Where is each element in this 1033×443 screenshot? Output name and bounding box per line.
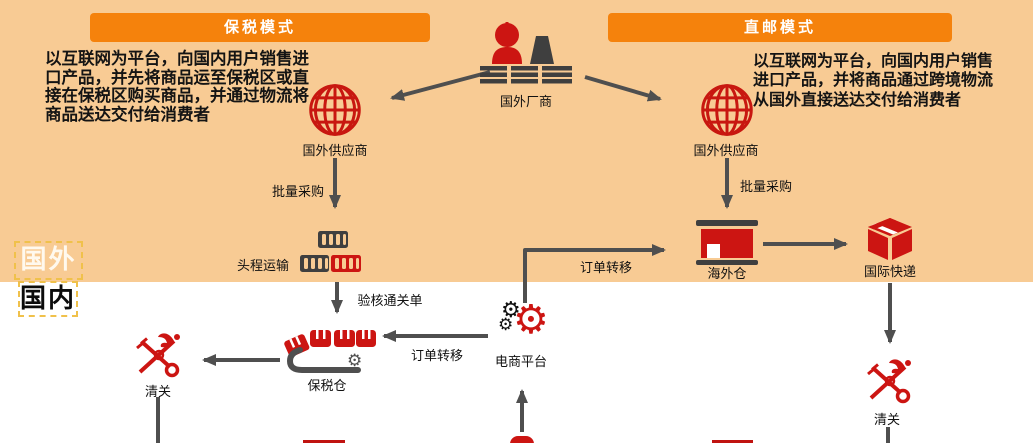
bonded-warehouse-icon: [284, 328, 376, 382]
customs-right-label: 清关: [873, 413, 901, 428]
overseas-region-background: [0, 0, 1033, 282]
domestic-region-tag: 国内: [18, 281, 78, 317]
manufacturer-icon: [480, 20, 572, 88]
customs-emblem-icon-right: [865, 356, 913, 408]
globe-icon-left: [307, 82, 363, 142]
bonded-mode-description: 以互联网为平台，向国内用户销售进 口产品，并先将商品运至保税区或直 接在保税区购…: [45, 49, 309, 124]
supplier-right-label: 国外供应商: [693, 144, 759, 159]
bulk-purchase-right-label: 批量采购: [739, 180, 793, 195]
gear-icon-small: ⚙: [347, 351, 363, 371]
bottom-partial-icon-right: [712, 440, 753, 443]
supplier-left-label: 国外供应商: [302, 144, 368, 159]
parcel-box-icon: [866, 218, 914, 266]
gear-icon-red-large: ⚙: [513, 297, 549, 343]
overseas-warehouse-label: 海外仓: [707, 267, 747, 282]
consumer-person-icon-partial: [510, 436, 534, 443]
shipping-containers-icon: [300, 231, 362, 280]
direct-mode-header: 直邮模式: [608, 13, 952, 42]
bulk-purchase-left-label: 批量采购: [271, 185, 325, 200]
order-transfer-left-label: 订单转移: [410, 349, 464, 364]
first-leg-transport-label: 头程运输: [236, 259, 290, 274]
direct-mode-description: 以互联网为平台，向国内用户销售 进口产品，并将商品通过跨境物流 从国外直接送达交…: [753, 51, 994, 109]
bottom-partial-icon-left: [303, 440, 345, 443]
customs-left-label: 清关: [144, 385, 172, 400]
order-transfer-right-label: 订单转移: [579, 261, 633, 276]
bonded-warehouse-label: 保税仓: [307, 379, 347, 394]
manufacturer-label: 国外厂商: [499, 95, 553, 110]
gear-icon-black-top: ⚙: [501, 298, 521, 323]
gear-icon-black-bottom: ⚙: [498, 315, 514, 335]
intl-express-label: 国际快递: [863, 265, 917, 280]
ecommerce-platform-label: 电商平台: [494, 355, 548, 370]
overseas-region-tag: 国外: [14, 241, 83, 280]
overseas-warehouse-icon: [696, 220, 758, 269]
bonded-mode-header: 保税模式: [90, 13, 430, 42]
globe-icon-right: [699, 82, 755, 142]
customs-check-form-label: 验核通关单: [357, 294, 423, 309]
customs-emblem-icon-left: [134, 330, 182, 382]
